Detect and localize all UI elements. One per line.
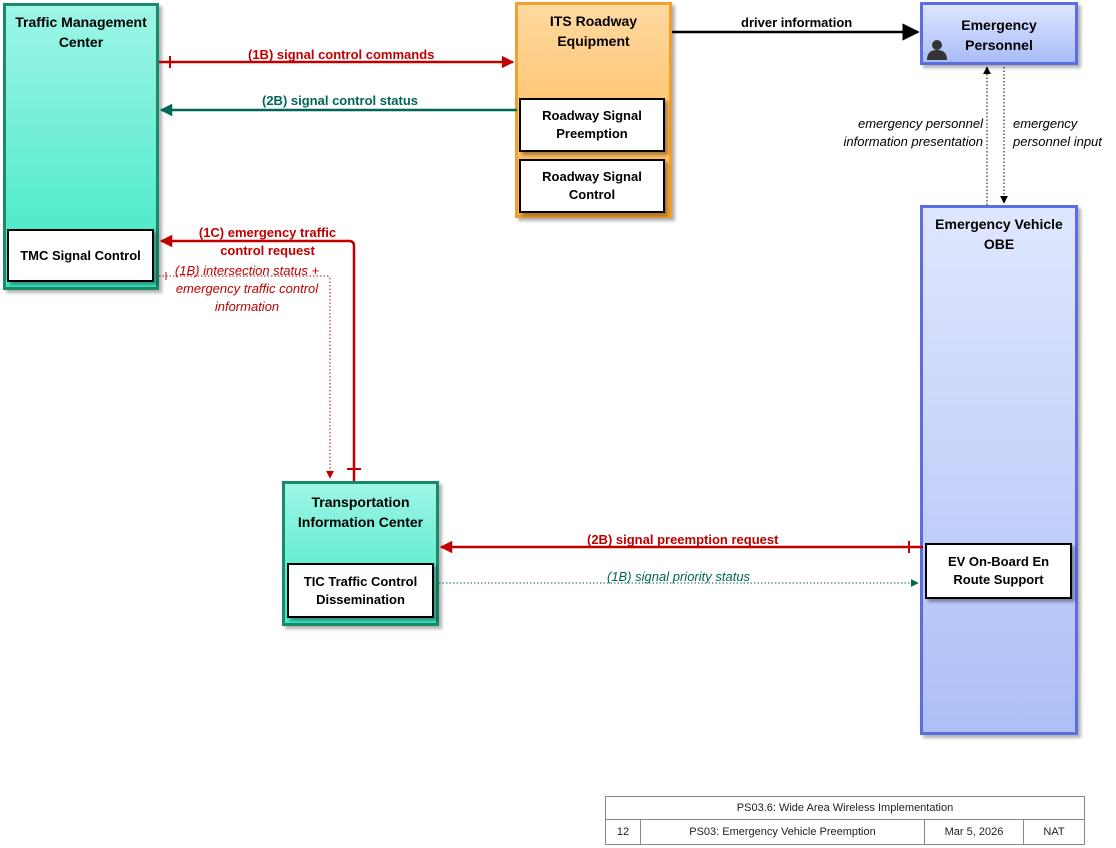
title-block-date: Mar 5, 2026 — [924, 819, 1024, 845]
label-personnel-presentation: emergency personnel information presenta… — [843, 116, 983, 149]
title-block-org: NAT — [1023, 819, 1085, 845]
roadway-signal-preemption[interactable]: Roadway Signal Preemption — [519, 98, 665, 152]
tic-traffic-control-dissemination[interactable]: TIC Traffic Control Dissemination — [287, 563, 434, 618]
label-emergency-traffic-control-request: (1C) emergency traffic control request — [198, 225, 337, 258]
emergency-personnel-title: Emergency Personnel — [961, 17, 1037, 53]
emergency-personnel-node[interactable]: Emergency Personnel — [920, 2, 1078, 65]
emergency-vehicle-obe-node[interactable]: Emergency Vehicle OBE — [920, 205, 1078, 735]
label-personnel-input: emergency personnel input — [1013, 116, 1102, 149]
tmc-signal-control[interactable]: TMC Signal Control — [7, 229, 154, 282]
tic-title: Transportation Information Center — [297, 494, 424, 530]
title-block-number: 12 — [605, 819, 641, 845]
person-icon — [927, 40, 947, 60]
label-signal-control-status: (2B) signal control status — [262, 93, 419, 108]
tmc-title: Traffic Management Center — [15, 14, 147, 50]
label-intersection-status: (1B) intersection status + emergency tra… — [174, 263, 320, 314]
label-signal-preemption-request: (2B) signal preemption request — [587, 532, 779, 547]
label-driver-information: driver information — [741, 15, 853, 30]
label-signal-control-commands: (1B) signal control commands — [248, 47, 435, 62]
roadway-equipment-title: ITS Roadway Equipment — [549, 13, 638, 49]
roadway-signal-control[interactable]: Roadway Signal Control — [519, 159, 665, 213]
ev-on-board-en-route-support[interactable]: EV On-Board En Route Support — [925, 543, 1072, 599]
emergency-vehicle-obe-title: Emergency Vehicle OBE — [935, 216, 1063, 252]
label-signal-priority-status: (1B) signal priority status — [607, 569, 751, 584]
title-block-title: PS03.6: Wide Area Wireless Implementatio… — [605, 796, 1085, 820]
title-block-name: PS03: Emergency Vehicle Preemption — [640, 819, 925, 845]
